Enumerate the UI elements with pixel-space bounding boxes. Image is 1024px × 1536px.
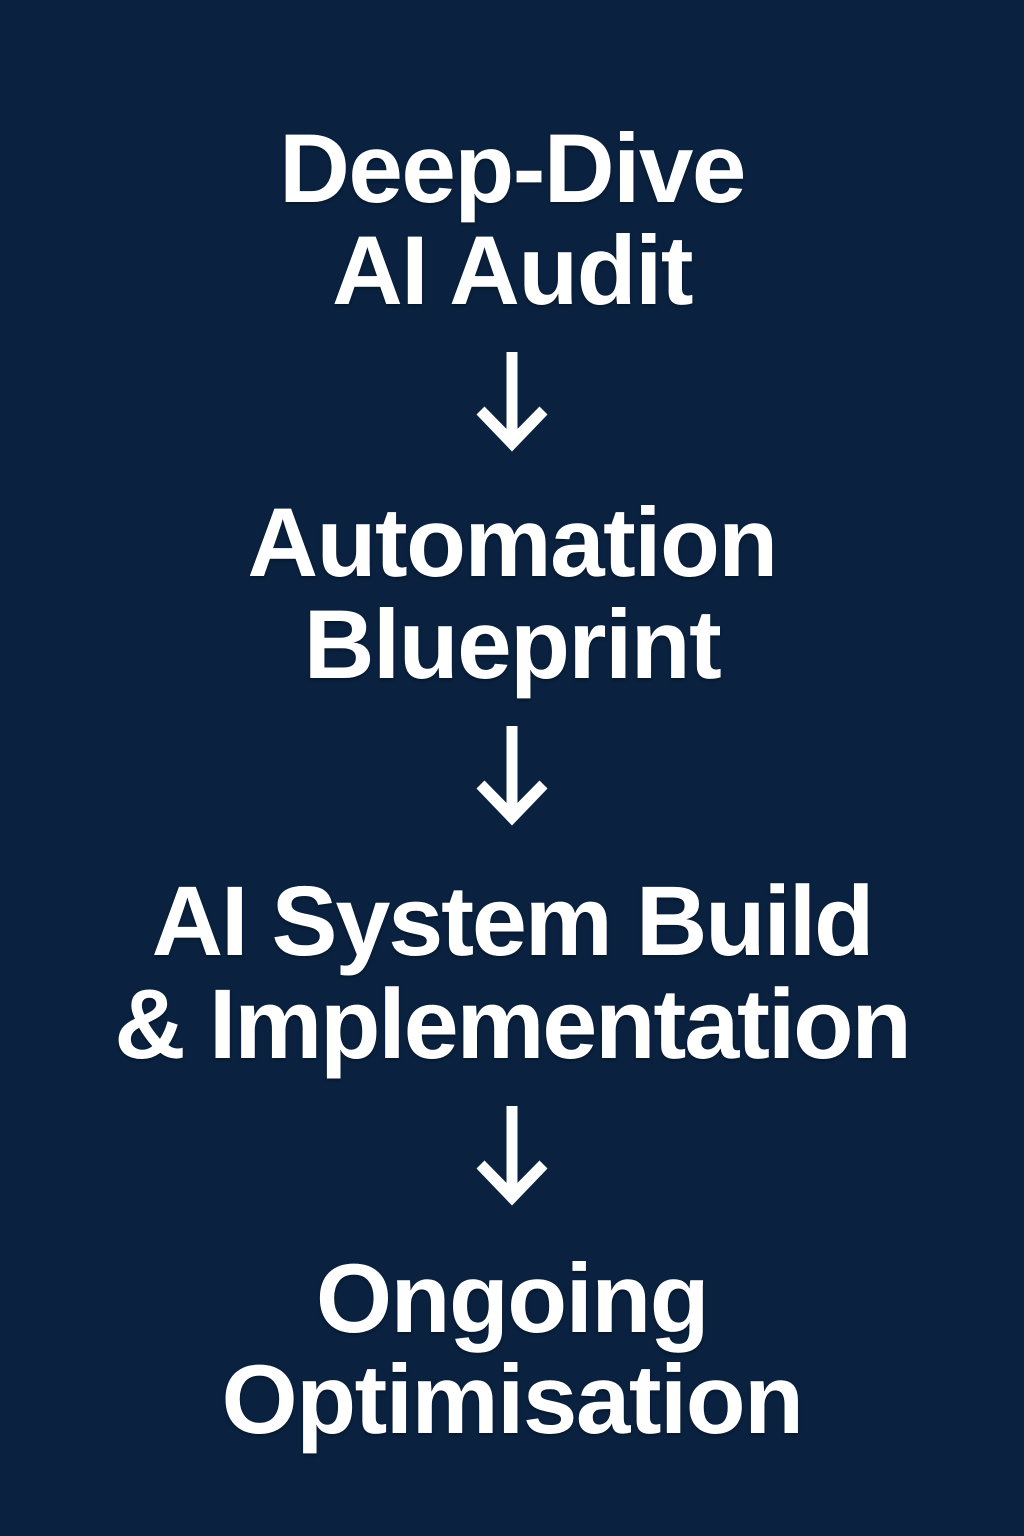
flow-connector-3	[0, 1105, 1024, 1218]
flow-step-4-line-1: Ongoing	[315, 1242, 710, 1353]
flow-step-3-line-2: & Implementation	[114, 967, 912, 1079]
flow-step-1-line-1: Deep-Dive	[279, 113, 746, 223]
flow-step-3: AI System Build & Implementation	[0, 864, 1024, 1079]
flow-connector-2	[0, 725, 1024, 838]
flow-step-2-line-2: Blueprint	[303, 588, 722, 699]
flow-step-2-line-1: Automation	[247, 486, 778, 597]
flow-step-3-line-1: AI System Build	[151, 864, 875, 976]
flow-step-4-line-2: Optimisation	[221, 1344, 804, 1455]
flow-step-2: Automation Blueprint	[0, 486, 1024, 699]
flow-step-4: Ongoing Optimisation	[0, 1242, 1024, 1455]
flow-connector-1	[0, 351, 1024, 464]
flow-step-1-line-2: AI Audit	[332, 214, 693, 325]
arrow-down-icon	[476, 351, 548, 452]
flow-step-1: Deep-Dive AI Audit	[0, 113, 1024, 325]
arrow-down-icon	[476, 1105, 548, 1206]
arrow-down-icon	[476, 725, 548, 826]
